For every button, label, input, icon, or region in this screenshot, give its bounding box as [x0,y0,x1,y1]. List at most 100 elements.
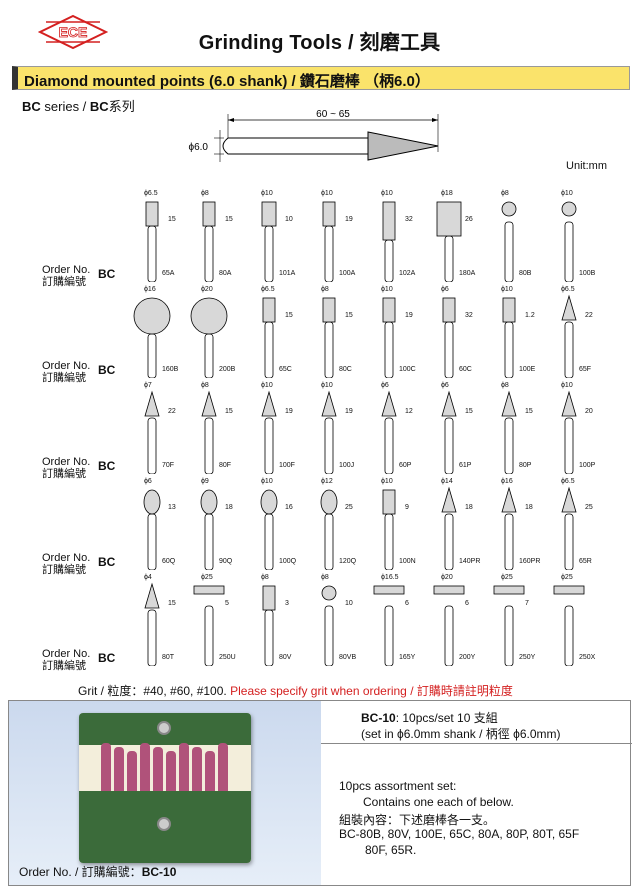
tool-drawing [321,390,337,475]
tool-shank [444,417,454,475]
tool-length: 18 [465,504,473,511]
tool-shank [564,321,574,379]
tool-shank [444,321,454,379]
tool-diameter: ϕ25 [201,574,213,581]
tool-diameter: ϕ16 [144,286,156,293]
tool-head [561,390,577,417]
tool-drawing [441,486,457,571]
tool-code: 80P [519,462,532,469]
tool-code: 65C [279,366,292,373]
tool-diameter: ϕ6.5 [561,286,575,293]
tool-drawing [502,297,516,379]
mounted-point-bit [140,743,150,797]
tool-length: 18 [225,504,233,511]
tool-code: 101A [279,270,296,277]
tool-diameter: ϕ10 [261,382,273,389]
tool-length: 15 [168,600,176,607]
tool-drawing [321,585,337,667]
mounted-point-bit [101,743,111,797]
tool-length: 12 [405,408,413,415]
tool-head [382,297,396,323]
tool-diameter: ϕ12 [321,478,333,485]
tool-diameter: ϕ25 [501,574,513,581]
set-line-3: 10pcs assortment set: [339,779,457,793]
tool-head [144,390,160,417]
tool-drawing [201,390,217,475]
tool-drawing [441,390,457,475]
tool-shank [264,225,274,283]
tool-code: 102A [399,270,416,277]
tool-drawing [145,201,159,283]
tool-code: 100P [579,462,596,469]
tool-code: 65A [162,270,175,277]
tool-head [561,201,577,217]
tool-diameter: ϕ6.5 [144,190,158,197]
tool-shank [264,513,274,571]
mounted-point-bit [205,751,215,797]
tool-code: 65F [579,366,592,373]
tool-shank [324,225,334,283]
tool-length: 1.2 [525,312,535,319]
tool-shank [204,417,214,475]
tool-length: 15 [225,408,233,415]
mounted-point-bit [114,747,124,797]
tool-shank [384,513,394,571]
tool-length: 22 [168,408,176,415]
tool-drawing [433,585,465,667]
tool-code: 100C [399,366,416,373]
mounted-point-bit [192,747,202,797]
tool-head [561,294,577,321]
tool-diameter: ϕ18 [441,190,453,197]
tool-diameter: ϕ8 [321,286,329,293]
tool-diameter: ϕ4 [144,574,152,581]
set-line-2: (set in ϕ6.0mm shank / 柄徑 ϕ6.0mm) [361,727,561,741]
set-line-6: BC-80B, 80V, 100E, 65C, 80A, 80P, 80T, 6… [339,827,580,841]
set-line-4: Contains one each of below. [363,795,514,809]
tool-drawing [200,489,218,571]
tool-drawing [501,486,517,571]
tool-shank [324,605,334,667]
tool-drawing [322,297,336,379]
tool-head [133,297,171,335]
tool-drawing [373,585,405,667]
tool-length: 20 [585,408,593,415]
tool-head [442,297,456,323]
tool-shank [204,333,214,379]
tool-drawing [202,201,216,283]
tool-shank [504,605,514,667]
tool-drawing [261,201,277,283]
tool-code: 100N [399,558,416,565]
tool-length: 18 [525,504,533,511]
tool-code: 250U [219,654,236,661]
tool-shank [264,321,274,379]
tool-head [201,390,217,417]
tool-code: 80C [339,366,352,373]
tool-diameter: ϕ10 [321,382,333,389]
tool-diameter: ϕ10 [261,478,273,485]
tool-drawing [493,585,525,667]
tool-length: 22 [585,312,593,319]
tool-head [553,585,585,595]
tool-length: 15 [525,408,533,415]
tool-code: 120Q [339,558,357,565]
tool-drawing [322,201,336,283]
tool-length: 32 [405,216,413,223]
overall-length-label: 60 ~ 65 [316,109,350,120]
mounted-point-bit [218,743,228,797]
